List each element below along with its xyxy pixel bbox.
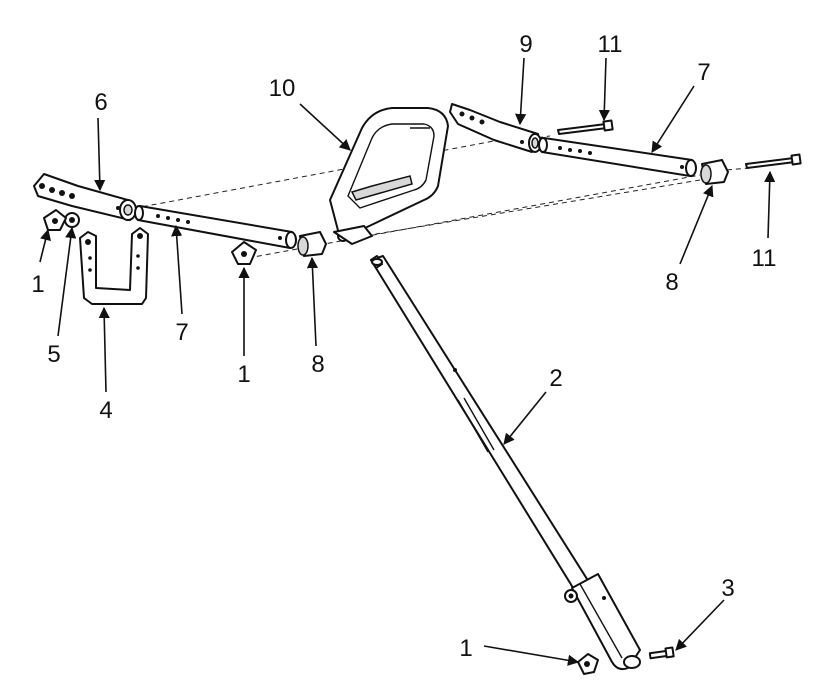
part-right-bolt xyxy=(745,153,802,169)
part-left-lever xyxy=(33,173,137,221)
callout-1-bottom: 1 xyxy=(459,635,472,662)
callout-7-left: 7 xyxy=(175,319,188,346)
callout-9: 9 xyxy=(519,31,532,58)
callout-8-left: 8 xyxy=(311,351,324,378)
callout-7-right: 7 xyxy=(697,59,710,86)
part-right-adjust-tube xyxy=(538,137,697,177)
part-lower-bolt xyxy=(648,646,675,660)
part-left-adjust-tube xyxy=(134,205,297,249)
callout-4: 4 xyxy=(99,397,112,424)
part-left-end-cap xyxy=(297,231,327,257)
part-handle-frame xyxy=(329,107,449,245)
callout-1-middle: 1 xyxy=(237,361,250,388)
part-left-washer xyxy=(64,212,80,228)
leader-arrows xyxy=(39,57,776,666)
part-u-bracket xyxy=(79,227,149,305)
callout-11-right: 11 xyxy=(752,245,777,272)
callout-10: 10 xyxy=(269,75,296,102)
callout-6: 6 xyxy=(94,89,107,116)
callout-3: 3 xyxy=(721,575,734,602)
callout-5: 5 xyxy=(47,341,60,368)
part-middle-knob xyxy=(231,241,257,265)
part-upper-bolt xyxy=(557,119,614,135)
part-main-tube xyxy=(370,255,641,671)
part-right-end-cap xyxy=(700,159,729,185)
callout-1-left: 1 xyxy=(31,271,44,298)
part-right-lever xyxy=(449,103,542,153)
callout-2: 2 xyxy=(549,365,562,392)
callout-labels: 6 1 5 4 7 1 8 10 9 11 7 8 11 2 3 1 xyxy=(31,31,776,662)
part-left-knob xyxy=(43,209,67,231)
callout-11-top: 11 xyxy=(598,31,623,58)
callout-8-right: 8 xyxy=(665,269,678,296)
part-knob-bottom xyxy=(577,653,599,675)
